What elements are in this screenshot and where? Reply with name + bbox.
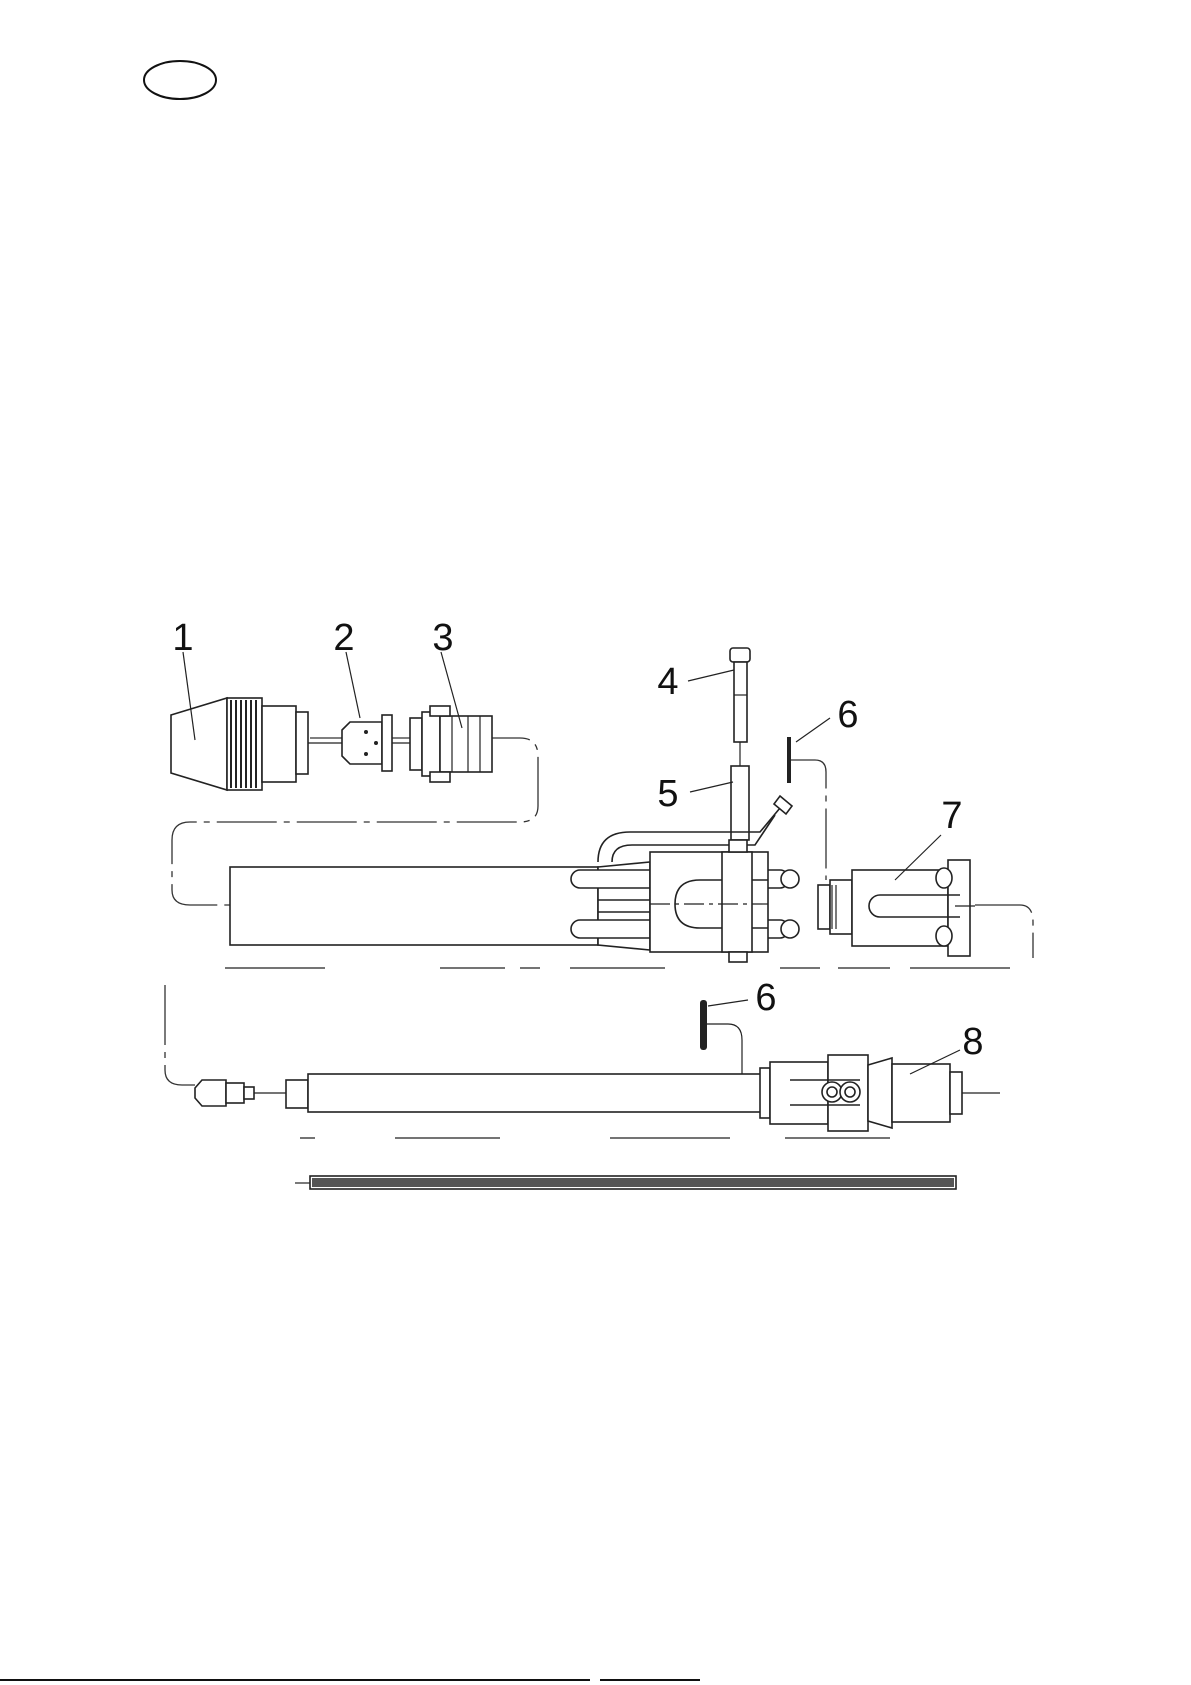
callout-6-upper: 6 bbox=[837, 694, 858, 736]
part-6-o-ring-upper bbox=[787, 737, 791, 783]
liner-spring bbox=[310, 1176, 956, 1189]
callout-3: 3 bbox=[432, 617, 453, 659]
part-4-screw bbox=[730, 648, 750, 766]
assembly-path-left bbox=[165, 985, 195, 1085]
assembly-path-right bbox=[975, 905, 1033, 958]
callout-2: 2 bbox=[333, 617, 354, 659]
part-8-central-connector bbox=[760, 1055, 962, 1131]
part-6-o-ring-lower bbox=[700, 1000, 707, 1050]
part-2-contact-tip bbox=[308, 715, 410, 771]
part-7-connector-housing bbox=[818, 860, 975, 956]
callout-5: 5 bbox=[657, 773, 678, 815]
lower-cable-assembly bbox=[195, 1074, 763, 1112]
assembly-path-oring bbox=[790, 760, 826, 880]
part-3-tip-adapter bbox=[410, 706, 492, 782]
callout-4: 4 bbox=[657, 661, 678, 703]
torch-body-assembly bbox=[230, 796, 799, 962]
language-badge-oval bbox=[144, 61, 216, 99]
callout-8: 8 bbox=[962, 1021, 983, 1063]
callout-7: 7 bbox=[941, 795, 962, 837]
part-5-sleeve bbox=[731, 766, 749, 840]
callout-6-lower: 6 bbox=[755, 977, 776, 1019]
callout-1: 1 bbox=[172, 617, 193, 659]
